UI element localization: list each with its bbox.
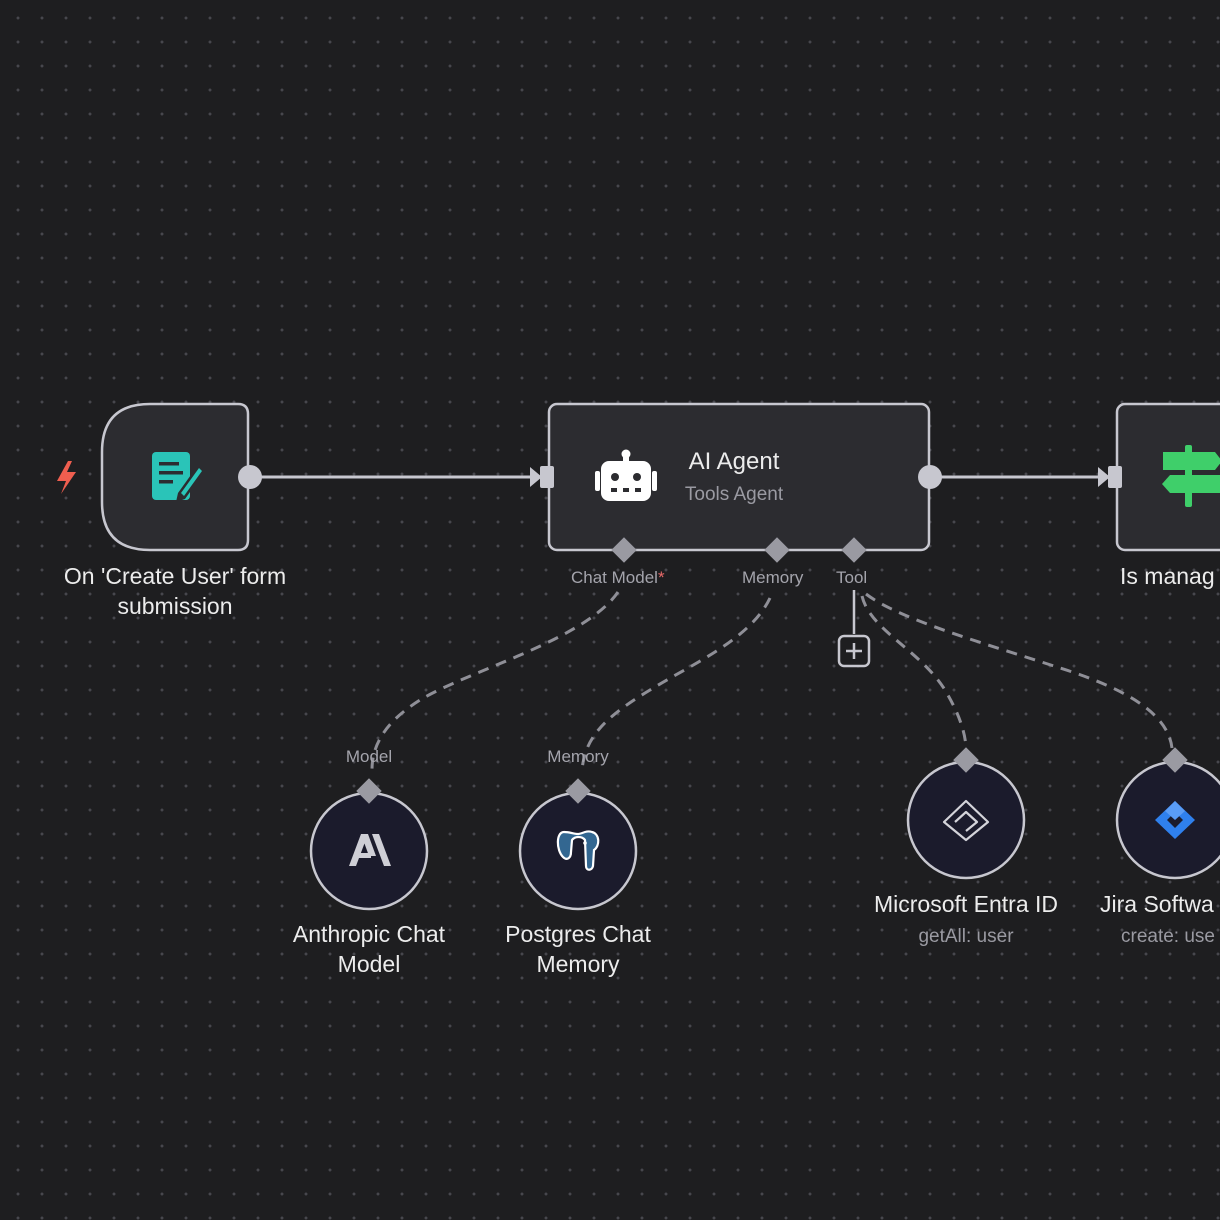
anthropic-port[interactable] — [356, 778, 382, 804]
entra-diamond-icon — [942, 799, 990, 842]
postgres-chat-memory-node[interactable] — [518, 778, 638, 911]
jira-node-subtitle: create: use — [1121, 926, 1215, 947]
entra-node-subtitle: getAll: user — [918, 926, 1014, 947]
form-pencil-icon — [152, 452, 205, 502]
anthropic-chat-model-node[interactable] — [309, 778, 429, 911]
add-tool-button[interactable] — [837, 634, 871, 668]
robot-icon — [595, 449, 657, 501]
form-node-label: On 'Create User' form submission — [63, 563, 287, 619]
jira-node-label: Jira Softwa — [1100, 891, 1214, 917]
if-input-handle[interactable] — [1108, 466, 1122, 488]
postgres-port-label: Memory — [547, 747, 609, 766]
if-node-label: Is manag — [1120, 563, 1215, 589]
chat-model-port-label: Chat Model* — [571, 568, 665, 587]
form-output-handle[interactable] — [238, 465, 262, 489]
agent-input-handle[interactable] — [540, 466, 554, 488]
tool-port[interactable] — [841, 537, 867, 563]
connection-arrow-if-input — [1098, 467, 1110, 487]
if-node[interactable] — [1108, 402, 1220, 552]
anthropic-logo-icon — [349, 834, 391, 866]
connection-tool-to-entra[interactable] — [860, 595, 968, 751]
jira-logo-icon — [1155, 801, 1195, 839]
postgres-port[interactable] — [565, 778, 591, 804]
connection-memory-to-postgres[interactable] — [580, 597, 772, 771]
entra-node-label: Microsoft Entra ID — [873, 891, 1059, 917]
postgres-elephant-icon — [556, 830, 600, 871]
jira-software-node[interactable] — [1115, 747, 1220, 880]
connection-arrow-agent-input — [530, 467, 542, 487]
anthropic-node-label: Anthropic Chat Model — [292, 921, 446, 977]
signpost-icon — [1162, 445, 1220, 507]
postgres-node-label: Postgres Chat Memory — [505, 921, 651, 977]
agent-port-handles — [611, 537, 867, 563]
lightning-bolt-icon — [57, 461, 76, 494]
agent-subtitle: Tools Agent — [684, 484, 784, 505]
connection-chatmodel-to-anthropic[interactable] — [370, 591, 620, 771]
tool-port-label: Tool — [836, 568, 868, 587]
anthropic-port-label: Model — [345, 747, 393, 766]
microsoft-entra-id-node[interactable] — [906, 747, 1026, 880]
sub-connections — [370, 591, 1174, 771]
main-connections — [250, 467, 1110, 487]
agent-title: AI Agent — [688, 448, 780, 475]
connection-tool-to-jira[interactable] — [865, 592, 1174, 749]
chat-model-port[interactable] — [611, 537, 637, 563]
entra-port[interactable] — [953, 747, 979, 773]
form-trigger-node[interactable] — [100, 402, 262, 552]
agent-output-handle[interactable] — [918, 465, 942, 489]
memory-port[interactable] — [764, 537, 790, 563]
memory-port-label: Memory — [742, 568, 804, 587]
ai-agent-node[interactable] — [540, 402, 942, 563]
